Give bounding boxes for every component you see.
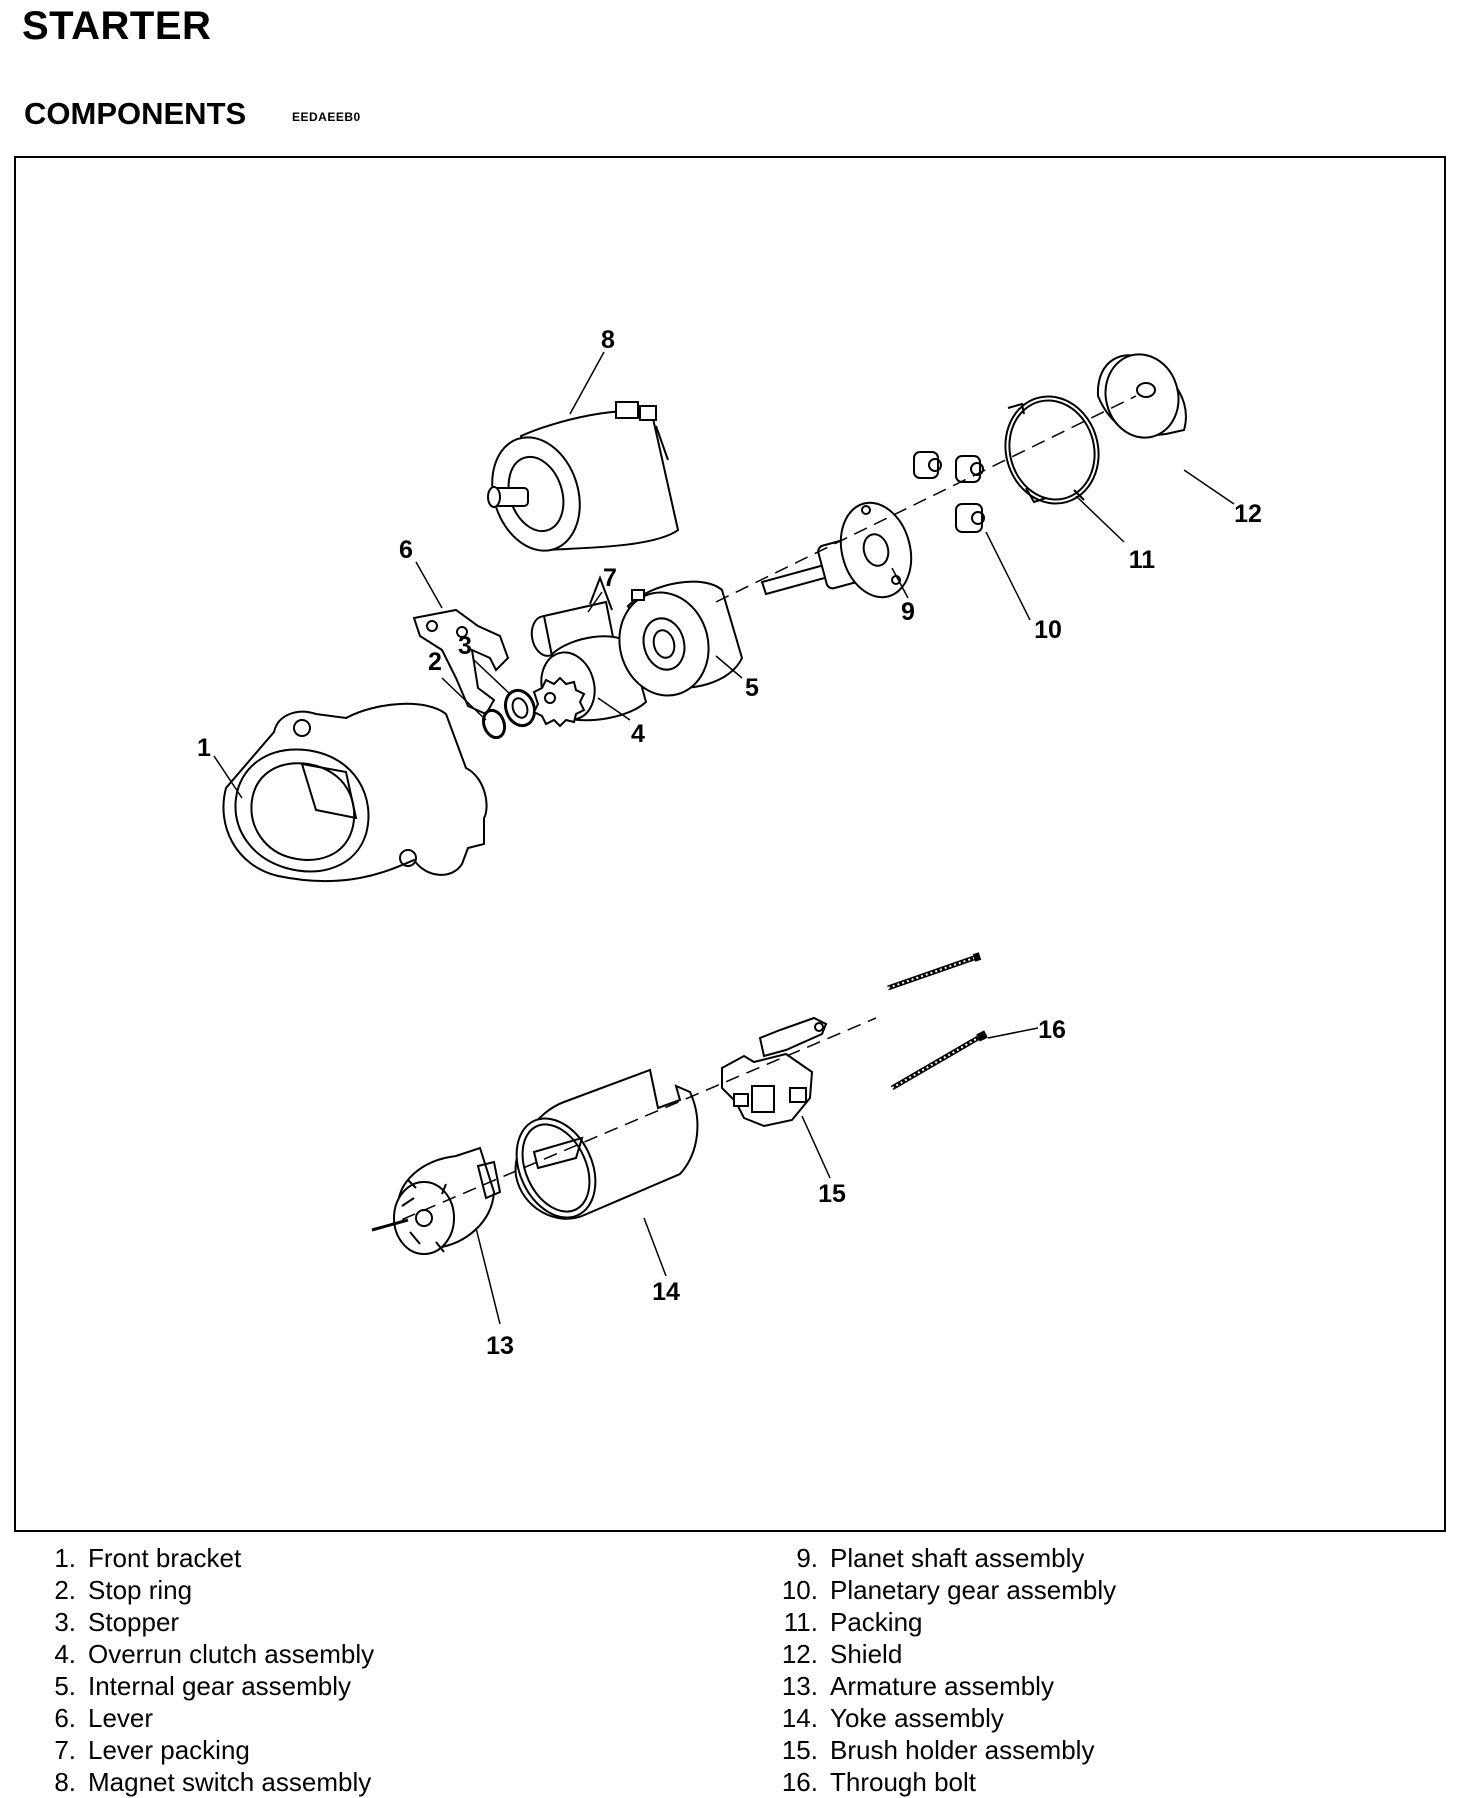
legend-label: Lever packing [88, 1735, 250, 1765]
lever [412, 608, 510, 716]
legend-number: 11. [783, 1607, 818, 1637]
callout-10: 10 [1034, 616, 1062, 644]
legend-item: 15. Brush holder assembly [770, 1734, 1116, 1766]
legend-number: 13. [781, 1671, 818, 1701]
callout-9: 9 [901, 598, 915, 626]
shield [1096, 353, 1187, 439]
callout-12: 12 [1234, 500, 1262, 528]
legend-number: 8. [54, 1767, 76, 1797]
legend-item: 13. Armature assembly [770, 1670, 1116, 1702]
callout-7: 7 [603, 564, 617, 592]
legend-label: Through bolt [830, 1767, 976, 1797]
legend-number: 9. [796, 1543, 818, 1573]
legend-label: Lever [88, 1703, 154, 1733]
legend-item: 4. Overrun clutch assembly [34, 1638, 374, 1670]
legend-label: Shield [830, 1639, 903, 1669]
legend-number: 16. [781, 1767, 818, 1797]
armature-assembly [371, 1146, 502, 1255]
legend-label: Front bracket [88, 1543, 242, 1573]
legend-item: 8. Magnet switch assembly [34, 1766, 374, 1798]
legend-number: 14. [781, 1703, 818, 1733]
page-title: STARTER [22, 4, 212, 48]
callout-14: 14 [652, 1278, 680, 1306]
legend-label: Planetary gear assembly [830, 1575, 1117, 1605]
legend-item: 16. Through bolt [770, 1766, 1116, 1798]
callout-15: 15 [818, 1180, 846, 1208]
leader-lines [213, 351, 1235, 1325]
legend-item: 9. Planet shaft assembly [770, 1542, 1116, 1574]
legend-number: 2. [54, 1575, 76, 1605]
legend-item: 14. Yoke assembly [770, 1702, 1116, 1734]
legend-number: 7. [54, 1735, 76, 1765]
section-title: COMPONENTS [24, 96, 247, 131]
callout-11: 11 [1129, 546, 1156, 574]
legend-number: 15. [781, 1735, 818, 1765]
legend-number: 3. [54, 1607, 76, 1637]
legend-label: Planet shaft assembly [830, 1543, 1085, 1573]
legend-label: Brush holder assembly [830, 1735, 1095, 1765]
diagram-frame: 1 2 3 4 5 6 7 8 9 10 11 12 13 14 15 16 [14, 156, 1446, 1532]
legend-item: 7. Lever packing [34, 1734, 374, 1766]
planet-shaft-assembly [760, 501, 913, 599]
legend-number: 1. [54, 1543, 76, 1573]
yoke-assembly [514, 1068, 699, 1220]
legend-item: 11. Packing [770, 1606, 1116, 1638]
legend-number: 10. [781, 1575, 818, 1605]
legend-number: 6. [54, 1703, 76, 1733]
stopper [503, 688, 537, 728]
packing [1004, 395, 1100, 505]
legend-item: 3. Stopper [34, 1606, 374, 1638]
legend-item: 1. Front bracket [34, 1542, 374, 1574]
front-bracket [222, 702, 488, 883]
callout-2: 2 [428, 648, 442, 676]
callout-16: 16 [1038, 1016, 1066, 1044]
legend-item: 10. Planetary gear assembly [770, 1574, 1116, 1606]
legend-item: 6. Lever [34, 1702, 374, 1734]
callout-13: 13 [486, 1332, 514, 1360]
legend-label: Magnet switch assembly [88, 1767, 372, 1797]
legend-label: Internal gear assembly [88, 1671, 352, 1701]
internal-gear-assembly [618, 580, 744, 697]
legend-label: Stopper [88, 1607, 180, 1637]
legend-number: 12. [781, 1639, 818, 1669]
magnet-switch-assembly [487, 401, 680, 552]
callout-6: 6 [399, 536, 413, 564]
callout-3: 3 [458, 632, 472, 660]
planetary-gear-assembly [913, 451, 985, 533]
document-code: EEDAEEB0 [292, 110, 361, 124]
legend-label: Overrun clutch assembly [88, 1639, 375, 1669]
callout-4: 4 [631, 720, 645, 748]
through-bolt [887, 952, 988, 1091]
legend-label: Yoke assembly [830, 1703, 1004, 1733]
exploded-view-diagram: 1 2 3 4 5 6 7 8 9 10 11 12 13 14 15 16 [197, 326, 1262, 1360]
callout-1: 1 [197, 734, 211, 762]
legend-item: 5. Internal gear assembly [34, 1670, 374, 1702]
parts-legend-left: 1. Front bracket 2. Stop ring 3. Stopper 4.… [34, 1542, 374, 1798]
legend-item: 12. Shield [770, 1638, 1116, 1670]
legend-label: Packing [830, 1607, 923, 1637]
callout-8: 8 [601, 326, 615, 354]
callout-5: 5 [745, 674, 759, 702]
legend-label: Armature assembly [830, 1671, 1054, 1701]
callout-labels: 1 2 3 4 5 6 7 8 9 10 11 12 13 14 15 16 [197, 326, 1262, 1360]
legend-number: 5. [54, 1671, 76, 1701]
legend-number: 4. [54, 1639, 76, 1669]
legend-label: Stop ring [88, 1575, 193, 1605]
brush-holder-assembly [721, 1016, 828, 1128]
legend-item: 2. Stop ring [34, 1574, 374, 1606]
stop-ring [481, 708, 507, 740]
parts-legend-right: 9. Planet shaft assembly 10. Planetary gea… [770, 1542, 1116, 1798]
